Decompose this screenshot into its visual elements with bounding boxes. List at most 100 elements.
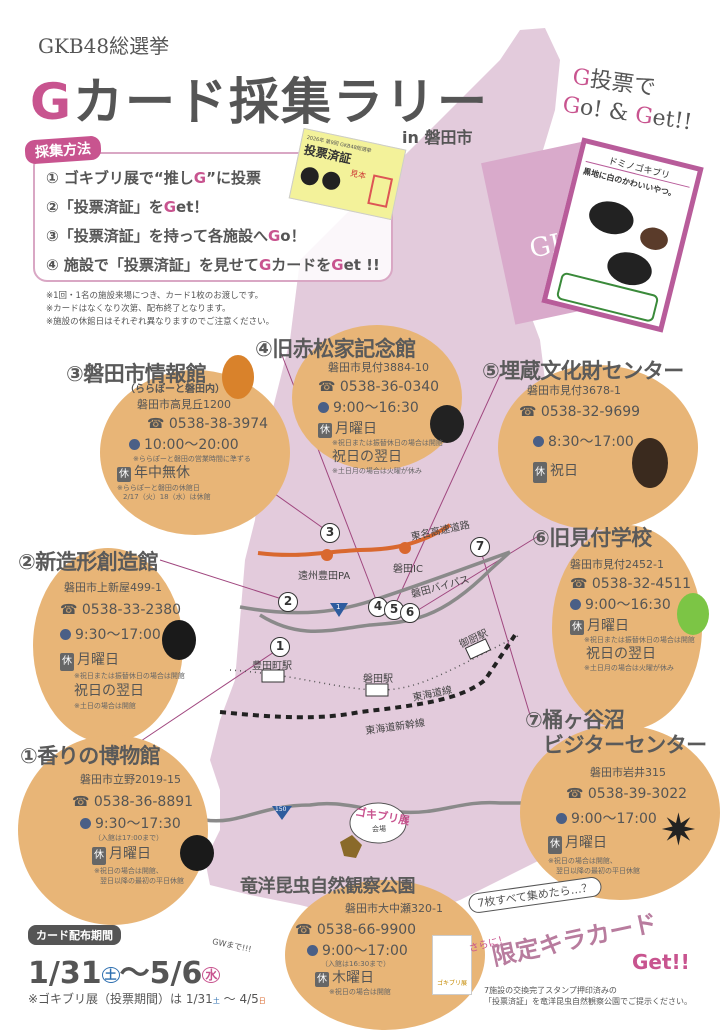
facility-closed-note: 翌日以降の最初の平日休館 (100, 876, 184, 885)
facility-6-info: 磐田市見付2452-1 ☎ 0538-32-4511 9:00〜16:30 休月… (570, 557, 695, 672)
facility-phone: ☎ 0538-36-8891 (72, 793, 194, 810)
facility-7-info: 磐田市岩井315 ☎ 0538-39-3022 9:00〜17:00 休月曜日 … (548, 763, 687, 877)
facility-closed-note: ※土日月の場合は火曜が休み (584, 663, 674, 672)
facility-1-circle (18, 735, 208, 925)
event-title: Gカード採集ラリー (30, 62, 489, 134)
facility-phone: ☎ 0538-38-3974 (147, 415, 269, 432)
period-end: 5/6 (149, 956, 203, 991)
bug-icon (430, 405, 464, 443)
facility-name-line: ⑦桶ヶ谷沼 (525, 708, 625, 732)
route150-road (204, 800, 540, 823)
period-start-day: 土 (101, 967, 120, 983)
spider-icon: ✷ (660, 805, 697, 856)
park-info: 磐田市大中瀬320-1 ☎ 0538-66-9900 9:00〜17:00 （入… (295, 900, 443, 996)
closed-badge-icon: 休 (315, 971, 329, 987)
closed-badge-icon: 休 (60, 653, 74, 672)
map-marker-3: 3 (320, 523, 340, 543)
ic-label: 磐田IC (393, 564, 423, 575)
facility-closed-note: ※祝日の場合は開館、 (548, 856, 617, 865)
facility-1-name: ①香りの博物館 (20, 744, 161, 768)
shinkansen-line (219, 633, 517, 720)
facility-closed: 休月曜日 (92, 842, 193, 867)
closed-badge-icon: 休 (318, 422, 332, 438)
facility-1-info: 磐田市立野2019-15 ☎ 0538-36-8891 9:30〜17:30 （… (72, 770, 193, 886)
facility-closed: 休月曜日 (60, 648, 185, 673)
facility-4-info: 磐田市見付3884-10 ☎ 0538-36-0340 9:00〜16:30 休… (318, 360, 443, 475)
facility-7-circle (520, 725, 720, 900)
facility-hours: 9:00〜17:00 (556, 807, 687, 832)
facility-address: 磐田市見付3678-1 (527, 384, 621, 397)
closed-badge-icon: 休 (533, 462, 547, 484)
facility-hours-note: （入館は17:00まで） (94, 833, 164, 842)
facility-closed-note: ※ららぽーと磐田の休館日 (117, 483, 200, 492)
facility-name-line: ビジターセンター (543, 733, 707, 758)
method-note: ※施設の休館日はそれぞれ異なりますのでご注意ください。 (46, 317, 275, 327)
method-step: ②「投票済証」をGet！ (46, 198, 209, 216)
facility-hours: 9:00〜17:00 (307, 942, 443, 960)
method-note: ※カードはなくなり次第、配布終了となります。 (46, 304, 231, 314)
map-marker-6: 6 (400, 603, 420, 623)
period-label: カード配布期間 (28, 925, 121, 945)
facility-hours-note: ※ららぽーと磐田の営業時間に準ずる (133, 454, 251, 463)
slogan-text: et!! (650, 104, 694, 135)
facility-address: 磐田市見付3884-10 (328, 361, 429, 374)
pa-label: 遠州豊田PA (298, 571, 351, 582)
bug-icon (299, 165, 321, 187)
event-location: in 磐田市 (402, 128, 473, 147)
bug-icon (637, 224, 671, 253)
method-step: ④ 施設で「投票済証」を見せてGカードをGet !! (46, 256, 380, 274)
poster-title: ゴキブリ展 (436, 980, 467, 987)
bonus-note-line: 7施設の交換完了スタンプ押印済みの (484, 986, 617, 995)
facility-5-info: 磐田市見付3678-1 ☎ 0538-32-9699 8:30〜17:00 休祝… (519, 383, 640, 487)
facility-hours: 10:00〜20:00 (129, 435, 268, 456)
facility-address: 磐田市立野2019-15 (80, 773, 181, 786)
facility-4-circle (292, 325, 462, 470)
bonus-get: Get!! (632, 950, 690, 974)
facility-2-name: ②新造形創造館 (18, 550, 159, 574)
bug-icon (180, 835, 214, 871)
route150-shield (272, 806, 292, 820)
facility-phone: ☎ 0538-36-0340 (318, 378, 440, 395)
clock-icon (533, 435, 544, 447)
park-poster: ゴキブリ展 (432, 935, 472, 995)
facility-hours: 8:30〜17:00 (533, 428, 640, 457)
bug-icon (320, 170, 342, 192)
facility-closed-note: ※土日月の場合は火曜が休み (332, 466, 422, 475)
facility-address: 磐田市岩井315 (590, 766, 666, 779)
facility-phone: ☎ 0538-66-9900 (295, 921, 417, 938)
facility-address: 磐田市大中瀬320-1 (345, 902, 443, 915)
route1-shield (330, 603, 348, 617)
clock-icon (80, 817, 91, 829)
facility-closed-note: ※土日の場合は開館 (74, 701, 136, 710)
bug-icon (677, 593, 709, 635)
closed-badge-icon: 休 (92, 846, 106, 865)
clock-icon (307, 945, 318, 957)
facility-2-circle (33, 548, 183, 743)
station-icon (261, 669, 285, 683)
facility-hours: 9:30〜17:00 (60, 623, 185, 648)
facility-address: 磐田市見付2452-1 (570, 558, 664, 571)
expressway (257, 523, 452, 557)
clock-icon (129, 438, 140, 450)
closed-badge-icon: 休 (570, 619, 584, 635)
facility-3-circle (100, 370, 290, 535)
facility-phone: ☎ 0538-39-3022 (566, 786, 688, 803)
method-note: ※1回・1名の施設来場につき、カード1枚のお渡しです。 (46, 291, 264, 301)
park-name: 竜洋昆虫自然観察公園 (240, 876, 416, 897)
venue-icon (340, 835, 362, 858)
facility-phone: ☎ 0538-33-2380 (60, 601, 182, 618)
map-marker-1: 1 (270, 637, 290, 657)
facility-hours: 9:00〜16:30 (318, 398, 443, 419)
period-end-day: 水 (202, 967, 221, 983)
facility-hours-note: （入館は16:30まで） (321, 959, 391, 968)
facility-sub: （ららぽーと磐田内） (125, 384, 225, 395)
facility-closed-2: 祝日の翌日 (332, 448, 402, 465)
venue-speech-bubble (349, 802, 407, 844)
facility-closed-note: 翌日以降の最初の平日休館 (556, 867, 640, 876)
facility-closed: 休月曜日 (570, 617, 629, 635)
facility-closed-note: ※祝日または振替休日の場合は開館 (332, 438, 443, 447)
facility-phone: ☎ 0538-32-9699 (519, 404, 641, 421)
facility-5-name: ⑤埋蔵文化財センター (482, 359, 684, 383)
facility-closed-2: 祝日の翌日 (74, 683, 144, 700)
station-label: 磐田駅 (363, 674, 393, 685)
